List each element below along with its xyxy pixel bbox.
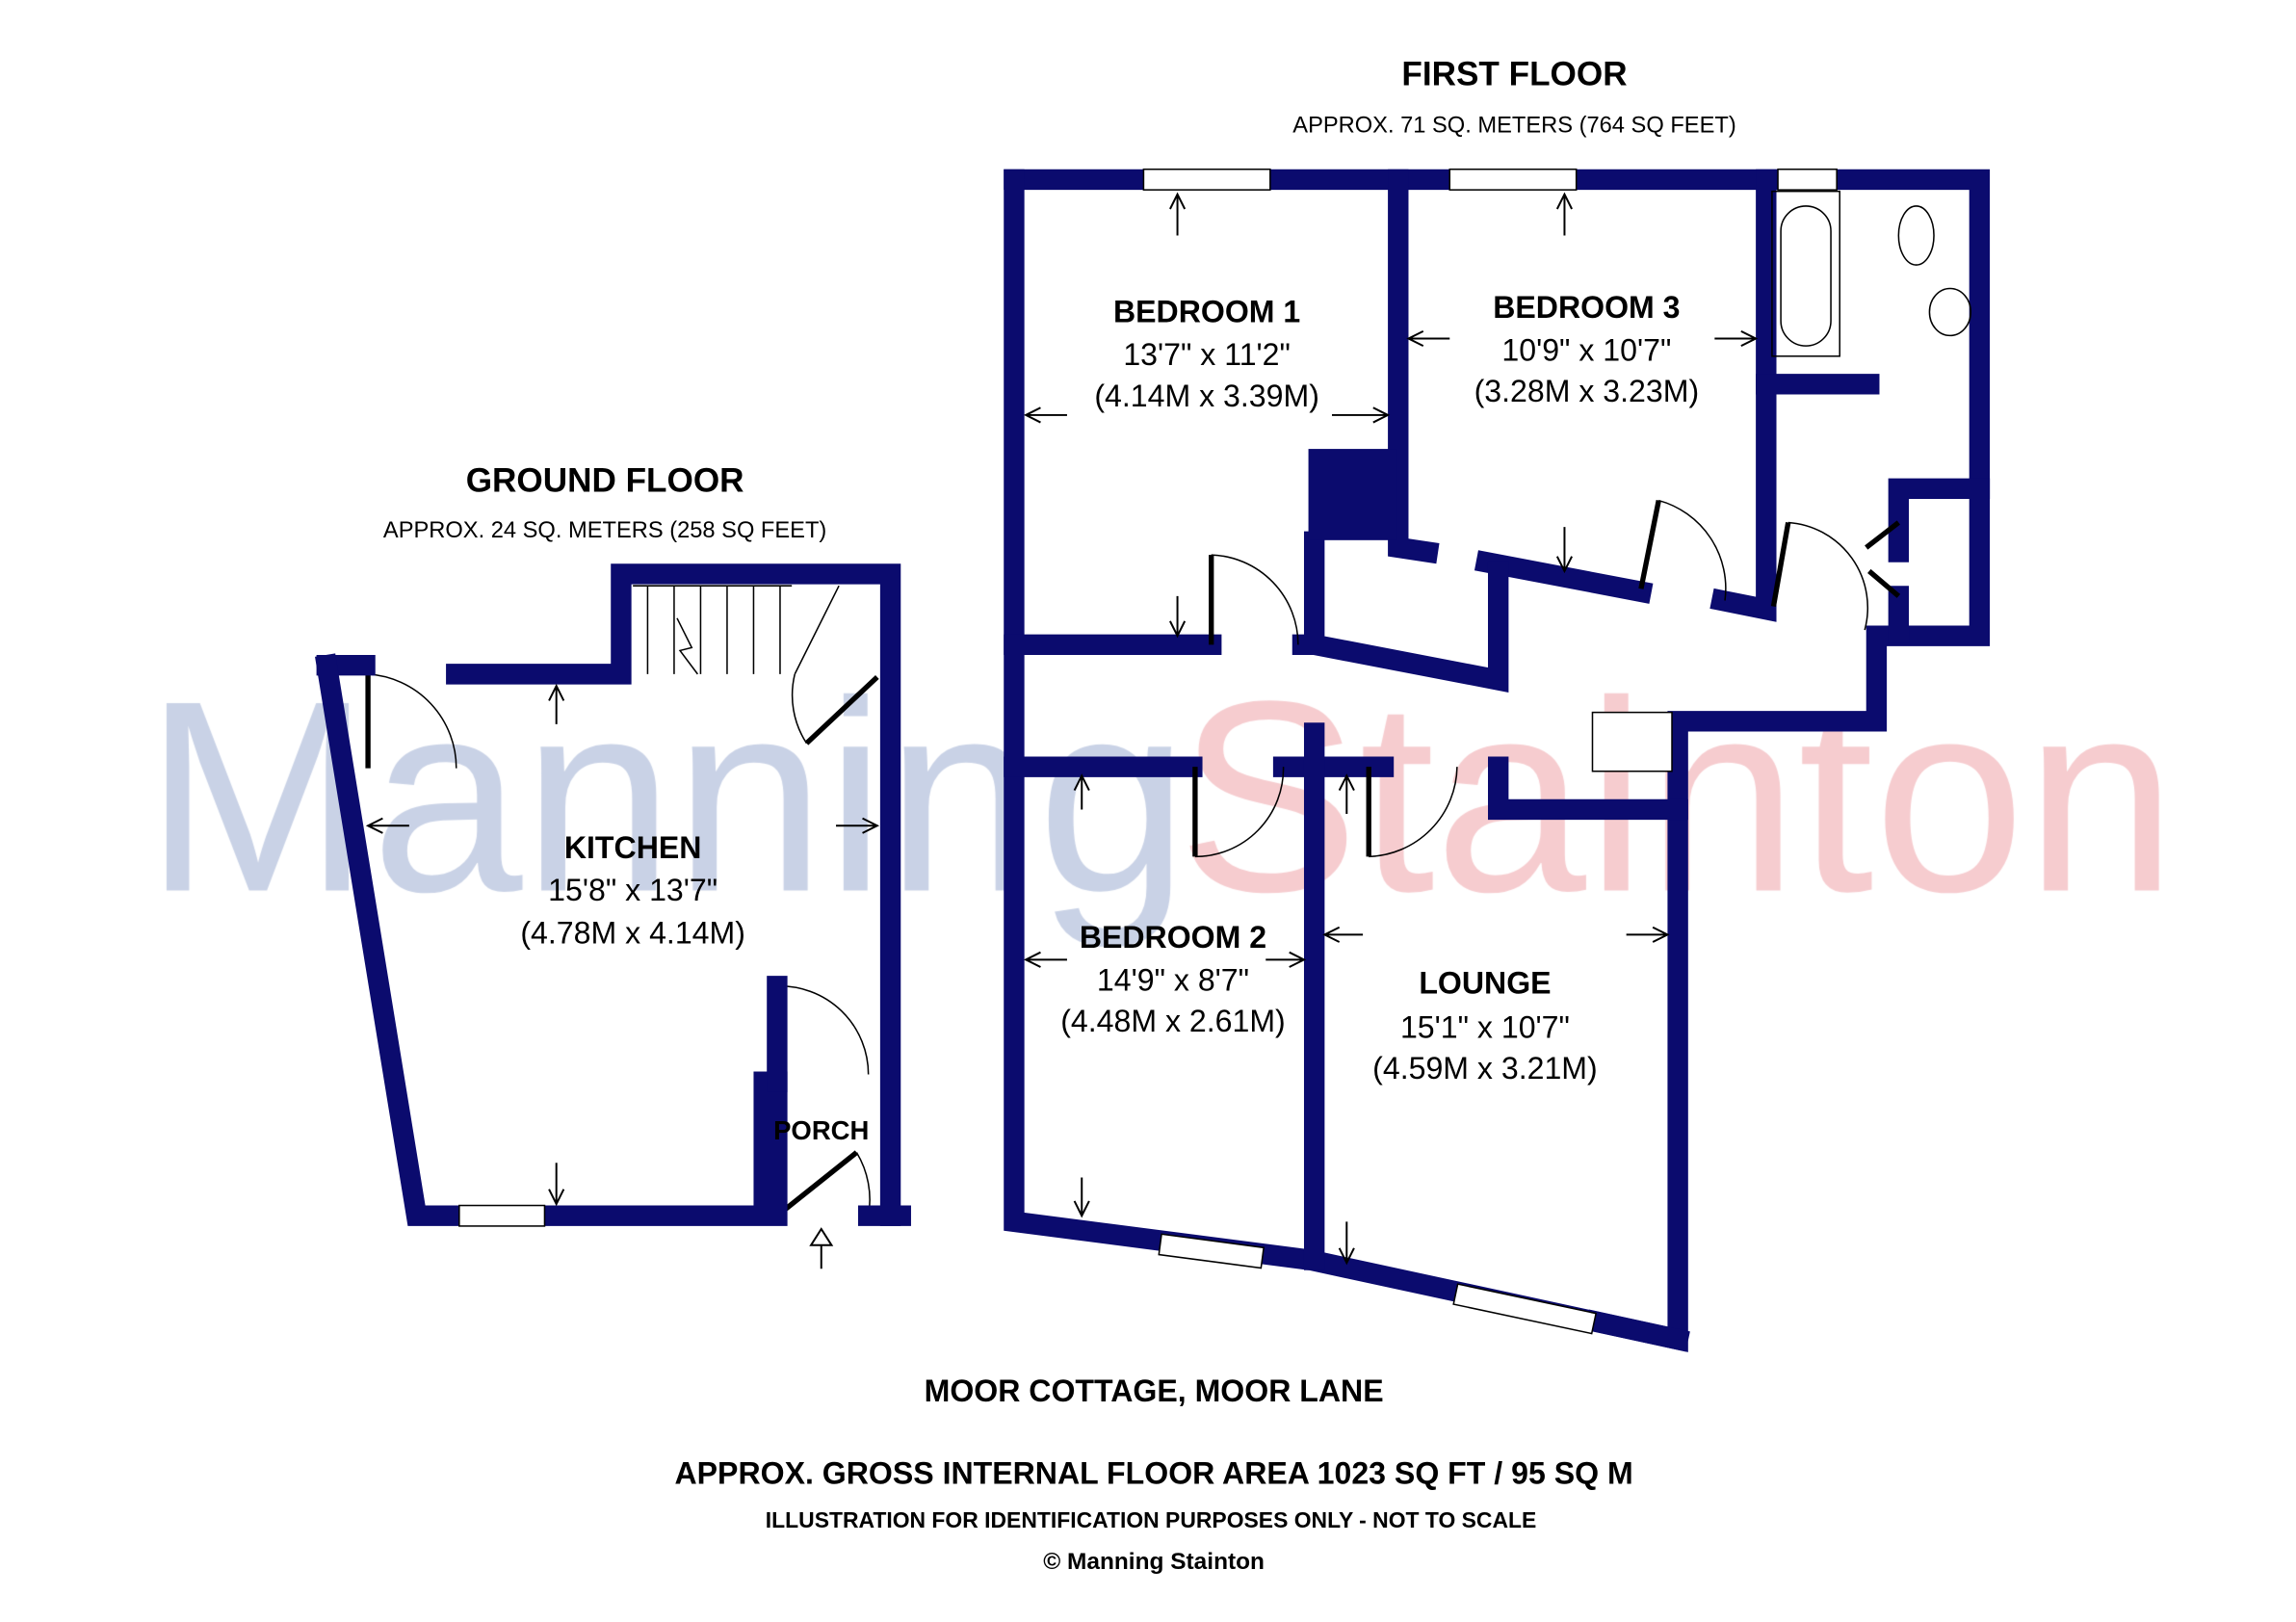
bath-inner (1780, 205, 1832, 347)
room-name: KITCHEN (564, 830, 702, 865)
dimension-arrows (365, 192, 1759, 1266)
stairs (633, 585, 840, 675)
ground-floor-title: GROUND FLOOR (466, 461, 744, 499)
room-dimensions-metric: (4.78M x 4.14M) (520, 916, 745, 951)
ground-floor-area: APPROX. 24 SQ. METERS (258 SQ FEET) (383, 518, 826, 543)
window (1158, 1233, 1265, 1269)
first-floor-title: FIRST FLOOR (1401, 56, 1627, 93)
room-name: BEDROOM 1 (1113, 295, 1300, 329)
disclaimer: ILLUSTRATION FOR IDENTIFICATION PURPOSES… (766, 1507, 1536, 1532)
room-dimensions-imperial: 10'9" x 10'7" (1501, 332, 1671, 367)
room-kitchen: KITCHEN 15'8" x 13'7" (4.78M x 4.14M) (520, 830, 745, 951)
window (1142, 168, 1271, 191)
room-dimensions-imperial: 14'9" x 8'7" (1097, 962, 1249, 997)
stairs (1591, 711, 1673, 772)
window (1452, 1283, 1598, 1335)
room-dimensions-imperial: 13'7" x 11'2" (1123, 337, 1291, 372)
window (1777, 168, 1838, 191)
room-name: LOUNGE (1419, 965, 1551, 1000)
bath-icon (1771, 190, 1840, 357)
room-dimensions-imperial: 15'1" x 10'7" (1400, 1009, 1570, 1044)
stairs-break (676, 617, 699, 675)
window (1448, 168, 1578, 191)
sink-icon (1928, 287, 1971, 337)
ground-floor-walls (315, 563, 911, 1269)
bathroom-fixtures (1771, 190, 1971, 357)
room-bedroom-1: BEDROOM 1 13'7" x 11'2" (4.14M x 3.39M) (1094, 295, 1319, 413)
chimney-breast (1308, 449, 1397, 540)
toilet-icon (1897, 205, 1935, 266)
room-dimensions-imperial: 15'8" x 13'7" (548, 873, 718, 907)
room-dimensions-metric: (4.48M x 2.61M) (1060, 1004, 1286, 1038)
window (458, 1204, 546, 1227)
room-name: BEDROOM 3 (1493, 290, 1680, 325)
first-floor-windows (1142, 168, 1838, 1335)
room-name: BEDROOM 2 (1080, 920, 1266, 955)
copyright: © Manning Stainton (1043, 1549, 1265, 1575)
room-dimensions-metric: (4.59M x 3.21M) (1372, 1051, 1598, 1086)
room-lounge: LOUNGE 15'1" x 10'7" (4.59M x 3.21M) (1372, 965, 1598, 1086)
gross-area: APPROX. GROSS INTERNAL FLOOR AREA 1023 S… (675, 1455, 1633, 1490)
doors (365, 499, 1901, 1218)
room-porch: PORCH (773, 1115, 869, 1145)
room-bedroom-2: BEDROOM 2 14'9" x 8'7" (4.48M x 2.61M) (1060, 920, 1286, 1038)
address: MOOR COTTAGE, MOOR LANE (925, 1373, 1384, 1408)
first-floor-area: APPROX. 71 SQ. METERS (764 SQ FEET) (1292, 114, 1735, 139)
entrance-arrow-icon (809, 1227, 834, 1269)
room-dimensions-metric: (3.28M x 3.23M) (1474, 374, 1700, 408)
room-bedroom-3: BEDROOM 3 10'9" x 10'7" (3.28M x 3.23M) (1474, 290, 1700, 408)
room-dimensions-metric: (4.14M x 3.39M) (1094, 379, 1319, 413)
